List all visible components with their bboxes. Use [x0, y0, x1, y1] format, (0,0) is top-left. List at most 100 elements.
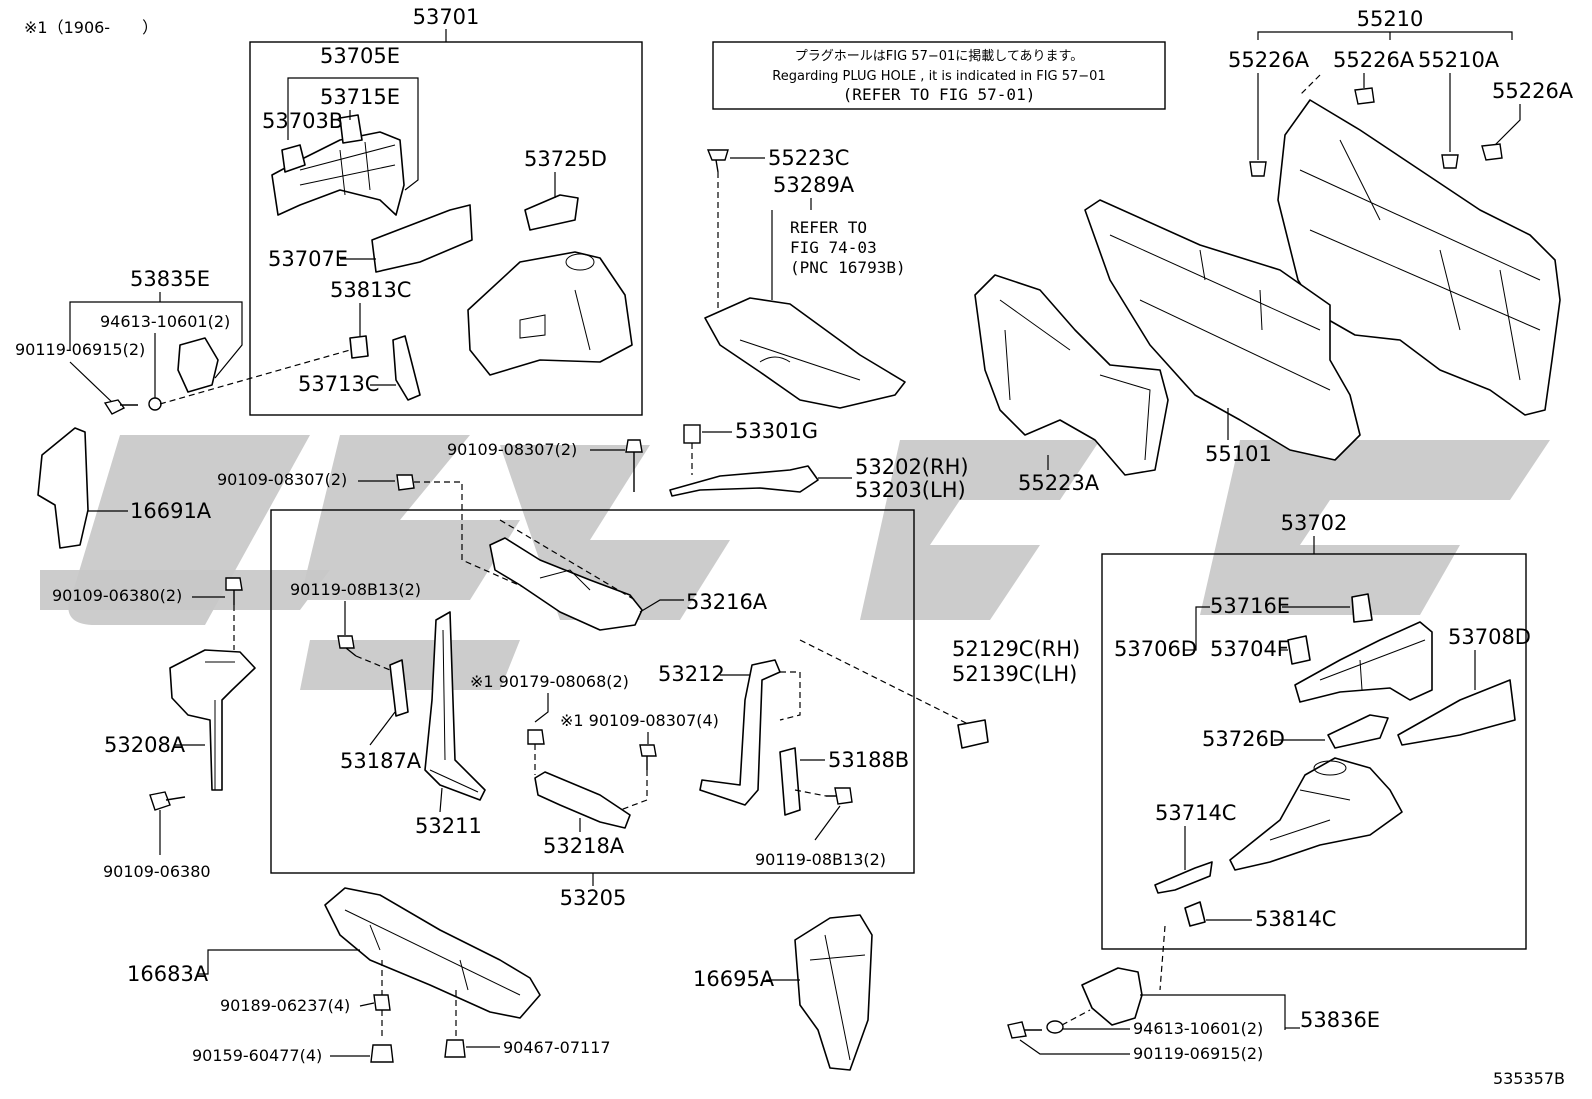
label-53216A: 53216A	[686, 590, 768, 614]
label-53203LH: 53203(LH)	[855, 478, 966, 502]
group-label-55210: 55210	[1357, 7, 1424, 31]
part-53212-side-support	[699, 659, 781, 806]
screw-90159-60477	[370, 1044, 394, 1063]
group-label-53702: 53702	[1281, 511, 1348, 535]
label-53716E: 53716E	[1210, 594, 1290, 618]
label-55223A: 55223A	[1018, 471, 1100, 495]
label-55226A-1: 55226A	[1228, 48, 1310, 72]
label-90467: 90467-07117	[503, 1038, 611, 1057]
label-53726D: 53726D	[1202, 727, 1285, 751]
plug-hole-note: プラグホールはFIG 57−01に掲載してあります。 Regarding PLU…	[712, 41, 1166, 110]
part-53713C-bracket	[392, 335, 421, 401]
refer-note-line3: (PNC 16793B)	[790, 258, 906, 277]
part-53708D-panel	[1397, 679, 1516, 746]
label-90109-08307-b: 90109-08307(2)	[217, 470, 347, 489]
bolt-90119-08B13-a	[337, 635, 357, 657]
label-53704F: 53704F	[1210, 637, 1289, 661]
label-55226A-2: 55226A	[1333, 48, 1415, 72]
clip-55210A	[1441, 154, 1459, 169]
label-90119-06915-b: 90119-06915(2)	[1133, 1044, 1263, 1063]
label-53714C: 53714C	[1155, 801, 1236, 825]
washer-94613-a	[148, 397, 162, 411]
label-53188B: 53188B	[828, 748, 909, 772]
part-53704F-bracket	[1287, 635, 1311, 665]
clip-90189-06237	[373, 994, 391, 1011]
label-94613-a: 94613-10601(2)	[100, 312, 230, 331]
label-53218A: 53218A	[543, 834, 625, 858]
label-53289A: 53289A	[773, 173, 855, 197]
label-53202RH: 53202(RH)	[855, 455, 969, 479]
label-53836E: 53836E	[1300, 1008, 1380, 1032]
part-16683A-lower-cover	[324, 887, 541, 1019]
part-53289A-cover	[704, 297, 906, 409]
bolt-90109-06380-a	[225, 577, 243, 605]
part-53814C-bracket	[1184, 901, 1206, 927]
part-53725D-bracket	[524, 194, 579, 231]
part-53187A-plate	[389, 659, 409, 717]
washer-94613-b	[1046, 1020, 1064, 1034]
bolt-90109-06380-b	[149, 791, 186, 811]
nut-90179-08068	[527, 729, 545, 745]
part-53726D-bracket	[1327, 714, 1389, 749]
label-16691A: 16691A	[130, 499, 212, 523]
bolt-90119-06915-b	[1007, 1021, 1042, 1039]
plug-hole-note-ref: (REFER TO FIG 57-01)	[843, 85, 1036, 104]
footnote-text: ※1（1906- ）	[24, 18, 158, 37]
label-90109-06380-2: 90109-06380(2)	[52, 586, 182, 605]
clip-55226A-3	[1481, 143, 1503, 161]
clip-55226A-1	[1249, 161, 1267, 177]
plug-hole-note-en: Regarding PLUG HOLE , it is indicated in…	[772, 69, 1105, 84]
label-90119-08B13-b: 90119-08B13(2)	[755, 850, 886, 869]
clip-55223C	[706, 149, 729, 173]
label-53301G: 53301G	[735, 419, 818, 443]
part-53211-side-support	[424, 611, 486, 801]
clip-55226A-2	[1354, 87, 1375, 105]
label-53705E: 53705E	[320, 44, 400, 68]
diagram-code: 535357B	[1493, 1069, 1565, 1088]
bolt-90109-08307-c	[639, 744, 657, 770]
label-53187A: 53187A	[340, 749, 422, 773]
part-55101-dash-panel	[1084, 199, 1361, 461]
part-55223A-insulator	[974, 274, 1169, 476]
bolt-90119-06915-a	[103, 399, 138, 415]
part-53714C-bracket	[1154, 861, 1213, 894]
part-apron-front-lh	[467, 251, 633, 376]
bolt-90119-08B13-b	[826, 787, 853, 805]
label-52129C: 52129C(RH)	[952, 637, 1080, 661]
label-16695A: 16695A	[693, 967, 775, 991]
label-53703B: 53703B	[262, 109, 343, 133]
part-16691A-duct	[37, 427, 89, 549]
label-90109-08307-a: 90109-08307(2)	[447, 440, 577, 459]
label-53813C: 53813C	[330, 278, 411, 302]
label-53715E: 53715E	[320, 85, 400, 109]
part-53836E-bracket	[1081, 967, 1143, 1026]
plug-hole-note-ja: プラグホールはFIG 57−01に掲載してあります。	[795, 48, 1083, 64]
part-53813C-bracket	[349, 335, 369, 359]
label-55101: 55101	[1205, 442, 1272, 466]
label-16683A: 16683A	[127, 962, 209, 986]
cushion-53301G	[683, 424, 701, 444]
label-90119-06915-a: 90119-06915(2)	[15, 340, 145, 359]
label-52139C: 52139C(LH)	[952, 662, 1077, 686]
refer-note-line1: REFER TO	[790, 218, 867, 237]
part-53208A-support	[169, 649, 256, 791]
label-53707E: 53707E	[268, 247, 348, 271]
label-53706D: 53706D	[1114, 637, 1197, 661]
label-53211: 53211	[415, 814, 482, 838]
part-52129C-bracket	[957, 719, 989, 749]
part-53188B-plate	[779, 747, 801, 816]
part-53706D-apron-upper	[1294, 621, 1433, 703]
label-53725D: 53725D	[524, 147, 607, 171]
label-90119-08B13-a: 90119-08B13(2)	[290, 580, 421, 599]
part-53216A-upper-support	[489, 537, 643, 631]
part-53715E-bracket	[339, 114, 363, 144]
part-53218A-lower-support	[534, 771, 631, 829]
part-53705E-assembly	[271, 131, 405, 216]
part-53703B-bracket	[281, 144, 306, 173]
label-90189: 90189-06237(4)	[220, 996, 350, 1015]
label-53814C: 53814C	[1255, 907, 1336, 931]
group-label-53205: 53205	[560, 886, 627, 910]
bolt-90109-08307-b	[396, 474, 415, 491]
label-53708D: 53708D	[1448, 625, 1531, 649]
refer-note-line2: FIG 74-03	[790, 238, 877, 257]
